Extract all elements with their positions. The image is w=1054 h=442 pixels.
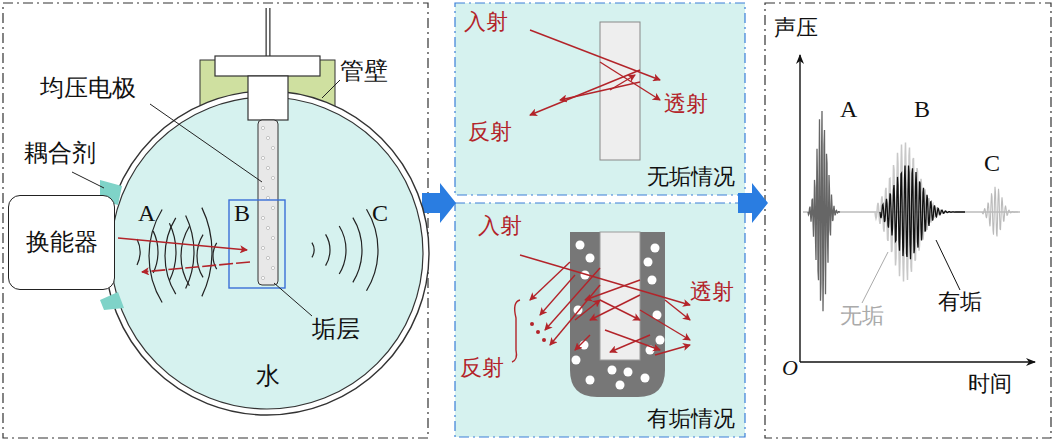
panel-frame: [455, 203, 745, 437]
coupling-agent: [100, 292, 124, 310]
ray: [520, 255, 690, 355]
leader-line: [862, 252, 888, 303]
flow-arrow: [738, 183, 768, 223]
scale-layer: [570, 232, 665, 397]
ray-label: 入射: [464, 10, 508, 34]
part-name: 均压电极: [40, 75, 136, 101]
peak-letter: A: [840, 96, 857, 122]
part-name: 管壁: [340, 58, 388, 84]
node-label: 有垢情况: [647, 407, 735, 431]
echo-beam: [142, 262, 250, 272]
ray-label: 反射: [460, 356, 504, 380]
ellipsis-dots: [530, 322, 546, 342]
node-label: 无垢情况: [647, 165, 735, 189]
part-name: 耦合剂: [24, 140, 96, 166]
axis: [800, 361, 1035, 362]
pipe: [105, 8, 429, 415]
axis-label: 时间: [968, 372, 1012, 396]
bracket: [512, 300, 520, 362]
position-letter: C: [372, 200, 388, 226]
flow-arrow: [422, 183, 456, 223]
case-panel: 有垢情况: [455, 203, 745, 437]
ray-label: 入射: [478, 214, 522, 238]
position-letter: A: [138, 200, 155, 226]
peak-letter: C: [984, 150, 1000, 176]
transducer-box: 换能器: [8, 195, 115, 290]
waveform: [803, 111, 1020, 311]
leader-line: [936, 240, 960, 290]
part-name: 垢层: [312, 316, 360, 342]
curve-label: 有垢: [938, 290, 982, 314]
origin-label: O: [782, 356, 798, 380]
incident-beam: [118, 238, 247, 250]
part-name: 水: [256, 363, 280, 389]
sound-wave: [137, 208, 378, 303]
ray-label: 透射: [664, 92, 708, 116]
electrode-slab: [600, 22, 640, 160]
panel-frame: [3, 3, 428, 438]
ray: [530, 30, 660, 115]
axis-label: 声压: [774, 16, 818, 40]
ray-label: 反射: [468, 120, 512, 144]
peak-letter: B: [914, 96, 930, 122]
axis: [799, 55, 800, 362]
panel-frame: [455, 3, 745, 195]
position-letter: B: [234, 200, 250, 226]
node-label: 换能器: [26, 229, 98, 255]
curve-label: 无垢: [840, 304, 884, 328]
ray-label: 透射: [690, 280, 734, 304]
panel-frame: [765, 3, 1051, 438]
